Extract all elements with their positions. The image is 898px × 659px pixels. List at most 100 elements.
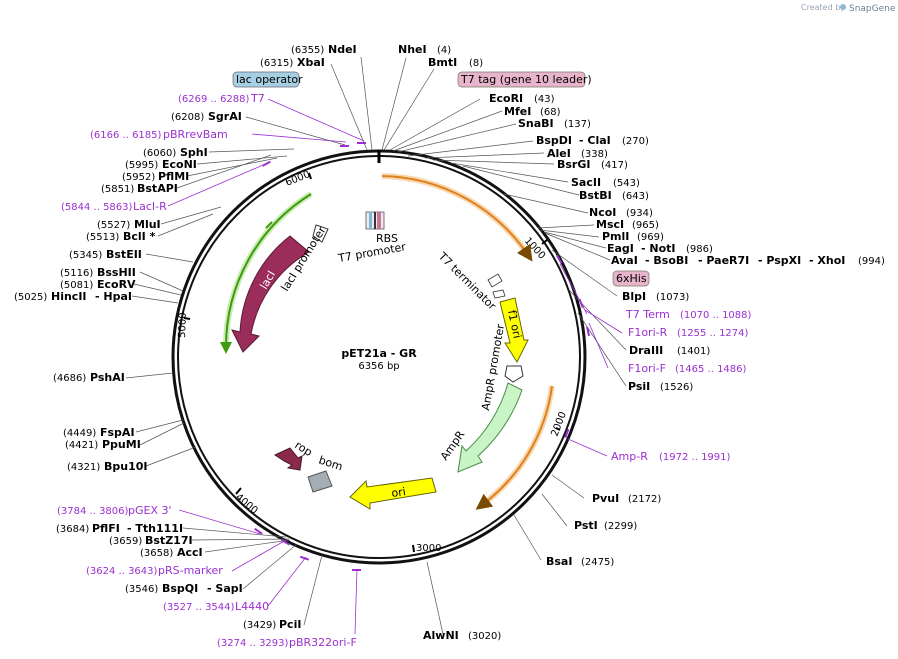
svg-text:PmlI: PmlI xyxy=(602,230,629,243)
site-pshai[interactable]: (4686) PshAI xyxy=(53,371,125,384)
primer-pbrrevbam[interactable]: (6166 .. 6185) pBRrevBam xyxy=(90,128,228,141)
primer-t7[interactable]: (6269 .. 6288) T7 xyxy=(178,92,265,105)
laci-feature[interactable] xyxy=(231,235,310,353)
site-fspai[interactable]: (4449) FspAI xyxy=(63,426,135,439)
site-ppumi[interactable]: (4421) PpuMI xyxy=(65,438,141,451)
site-psti[interactable]: PstI (2299) xyxy=(574,519,637,532)
site-bstbi[interactable]: BstBI (643) xyxy=(579,189,649,202)
t7-promoter-label: T7 promoter xyxy=(336,240,407,265)
site-bsrgi[interactable]: BsrGI (417) xyxy=(557,158,628,171)
svg-text:- BsoBI: - BsoBI xyxy=(645,254,688,267)
svg-text:(2172): (2172) xyxy=(628,494,661,505)
primer-prs-marker[interactable]: (3624 .. 3643) pRS-marker xyxy=(86,564,223,577)
site-alwni[interactable]: AlwNI (3020) xyxy=(423,629,501,642)
site-xbai[interactable]: (6315) XbaI xyxy=(260,56,325,69)
site-blpi[interactable]: BlpI (1073) xyxy=(622,290,689,303)
laci-promoter-feature[interactable] xyxy=(312,224,329,243)
site-sphi[interactable]: (6060) SphI xyxy=(143,146,208,159)
rop-feature[interactable] xyxy=(273,447,303,471)
lac-operator-box[interactable] xyxy=(232,71,300,88)
site-avai[interactable]: AvaI - BsoBI - PaeR7I - PspXI - XhoI (99… xyxy=(611,254,885,267)
site-draiii[interactable]: DraIII (1401) xyxy=(629,344,710,357)
svg-text:T7 Term: T7 Term xyxy=(625,308,670,321)
primer-pgex3[interactable]: (3784 .. 3806) pGEX 3' xyxy=(57,504,172,517)
f1-ori-feature[interactable] xyxy=(499,297,529,364)
site-hincii[interactable]: (5025) HincII - HpaI xyxy=(14,290,132,303)
primer-pbr322ori-f[interactable]: (3274 .. 3293) pBR322ori-F xyxy=(217,636,357,649)
svg-text:NcoI: NcoI xyxy=(589,206,616,219)
site-alei[interactable]: AleI (338) xyxy=(547,147,608,160)
site-eagi[interactable]: EagI - NotI (986) xyxy=(607,242,713,255)
site-bpu10i[interactable]: (4321) Bpu10I xyxy=(67,460,148,473)
svg-text:- XhoI: - XhoI xyxy=(809,254,845,267)
site-sacii[interactable]: SacII (543) xyxy=(571,176,640,189)
site-acci[interactable]: (3658) AccI xyxy=(140,546,203,559)
site-bsshii[interactable]: (5116) BssHII xyxy=(60,266,136,279)
bom-feature[interactable] xyxy=(307,470,333,493)
primer-f1ori-r[interactable]: F1ori-R (1255 .. 1274) xyxy=(628,326,749,339)
t7-tag-label: T7 tag (gene 10 leader) xyxy=(460,73,592,86)
site-pflmi[interactable]: (5952) PflMI xyxy=(122,170,189,183)
site-econi[interactable]: (5995) EcoNI xyxy=(125,158,197,171)
his-box[interactable] xyxy=(612,270,650,287)
rbs-feature[interactable] xyxy=(374,212,376,229)
svg-text:NdeI: NdeI xyxy=(328,43,357,56)
site-pmli[interactable]: PmlI (969) xyxy=(602,230,664,243)
svg-text:pGEX 3': pGEX 3' xyxy=(128,504,172,517)
his-tag-feature[interactable] xyxy=(492,289,506,299)
site-bspdi[interactable]: BspDI - ClaI (270) xyxy=(536,134,649,147)
svg-text:BspDI: BspDI xyxy=(536,134,572,147)
site-psii[interactable]: PsiI (1526) xyxy=(628,380,693,393)
site-snabi[interactable]: SnaBI (137) xyxy=(518,117,591,130)
svg-text:(6269 .. 6288): (6269 .. 6288) xyxy=(178,94,250,105)
site-bspqi[interactable]: (3546) BspQI - SapI xyxy=(125,582,243,595)
site-ecorv[interactable]: (5081) EcoRV xyxy=(60,278,136,291)
site-bsai[interactable]: BsaI (2475) xyxy=(546,555,614,568)
primer-f1ori-f[interactable]: F1ori-F (1465 .. 1486) xyxy=(628,362,747,375)
primer-amp-r[interactable]: Amp-R (1972 .. 1991) xyxy=(611,450,731,463)
snapgene-credit: Created by SnapGene xyxy=(801,3,896,14)
t7-tag-box[interactable] xyxy=(457,71,586,88)
svg-text:SgrAI: SgrAI xyxy=(208,110,242,123)
site-bstapi[interactable]: (5851) BstAPI xyxy=(101,182,178,195)
svg-text:(5527): (5527) xyxy=(97,220,130,231)
svg-text:(3527 .. 3544): (3527 .. 3544) xyxy=(163,602,235,613)
svg-text:(1255 .. 1274): (1255 .. 1274) xyxy=(677,328,749,339)
site-bstz17i[interactable]: (3659) BstZ17I xyxy=(109,534,193,547)
svg-text:- NotI: - NotI xyxy=(641,242,676,255)
ori-feature[interactable] xyxy=(349,477,437,510)
svg-text:BmtI: BmtI xyxy=(428,56,457,69)
site-nhei[interactable]: NheI (4) xyxy=(398,43,451,56)
svg-text:BstBI: BstBI xyxy=(579,189,612,202)
site-pvui[interactable]: PvuI (2172) xyxy=(592,492,661,505)
tick-3000-mark xyxy=(412,544,415,553)
site-bmti[interactable]: BmtI (8) xyxy=(428,56,483,69)
svg-text:BsrGI: BsrGI xyxy=(557,158,590,171)
svg-text:(5116): (5116) xyxy=(60,268,93,279)
primer-laci-r[interactable]: (5844 .. 5863) LacI-R xyxy=(61,200,167,213)
site-mfei[interactable]: MfeI (68) xyxy=(504,105,561,118)
site-ncoi[interactable]: NcoI (934) xyxy=(589,206,653,219)
svg-text:(6166 .. 6185): (6166 .. 6185) xyxy=(90,130,162,141)
site-bcli[interactable]: (5513) BclI * xyxy=(86,230,156,243)
svg-text:(3274 .. 3293): (3274 .. 3293) xyxy=(217,638,289,649)
svg-text:(543): (543) xyxy=(613,178,640,189)
primer-t7term[interactable]: T7 Term (1070 .. 1088) xyxy=(625,308,752,321)
lac-operator-feature[interactable] xyxy=(369,212,372,229)
t7-tag-feature[interactable] xyxy=(377,212,381,229)
site-bsteii[interactable]: (5345) BstEII xyxy=(69,248,142,261)
svg-text:SacII: SacII xyxy=(571,176,601,189)
svg-text:(1465 .. 1486): (1465 .. 1486) xyxy=(675,364,747,375)
site-mlui[interactable]: (5527) MluI xyxy=(97,218,161,231)
site-msci[interactable]: MscI (965) xyxy=(596,218,659,231)
site-ecori[interactable]: EcoRI (43) xyxy=(489,92,555,105)
t7-terminator-feature[interactable] xyxy=(487,273,503,288)
svg-text:(643): (643) xyxy=(622,191,649,202)
ampr-feature[interactable] xyxy=(457,382,523,473)
site-ndei[interactable]: (6355) NdeI xyxy=(291,43,357,56)
site-sgrai[interactable]: (6208) SgrAI xyxy=(171,110,242,123)
site-pflfi[interactable]: (3684) PflFI - Tth111I xyxy=(56,522,183,535)
ampr-promoter-feature[interactable] xyxy=(504,365,524,383)
site-pcii[interactable]: (3429) PciI xyxy=(243,618,301,631)
primer-l4440[interactable]: (3527 .. 3544) L4440 xyxy=(163,600,269,613)
